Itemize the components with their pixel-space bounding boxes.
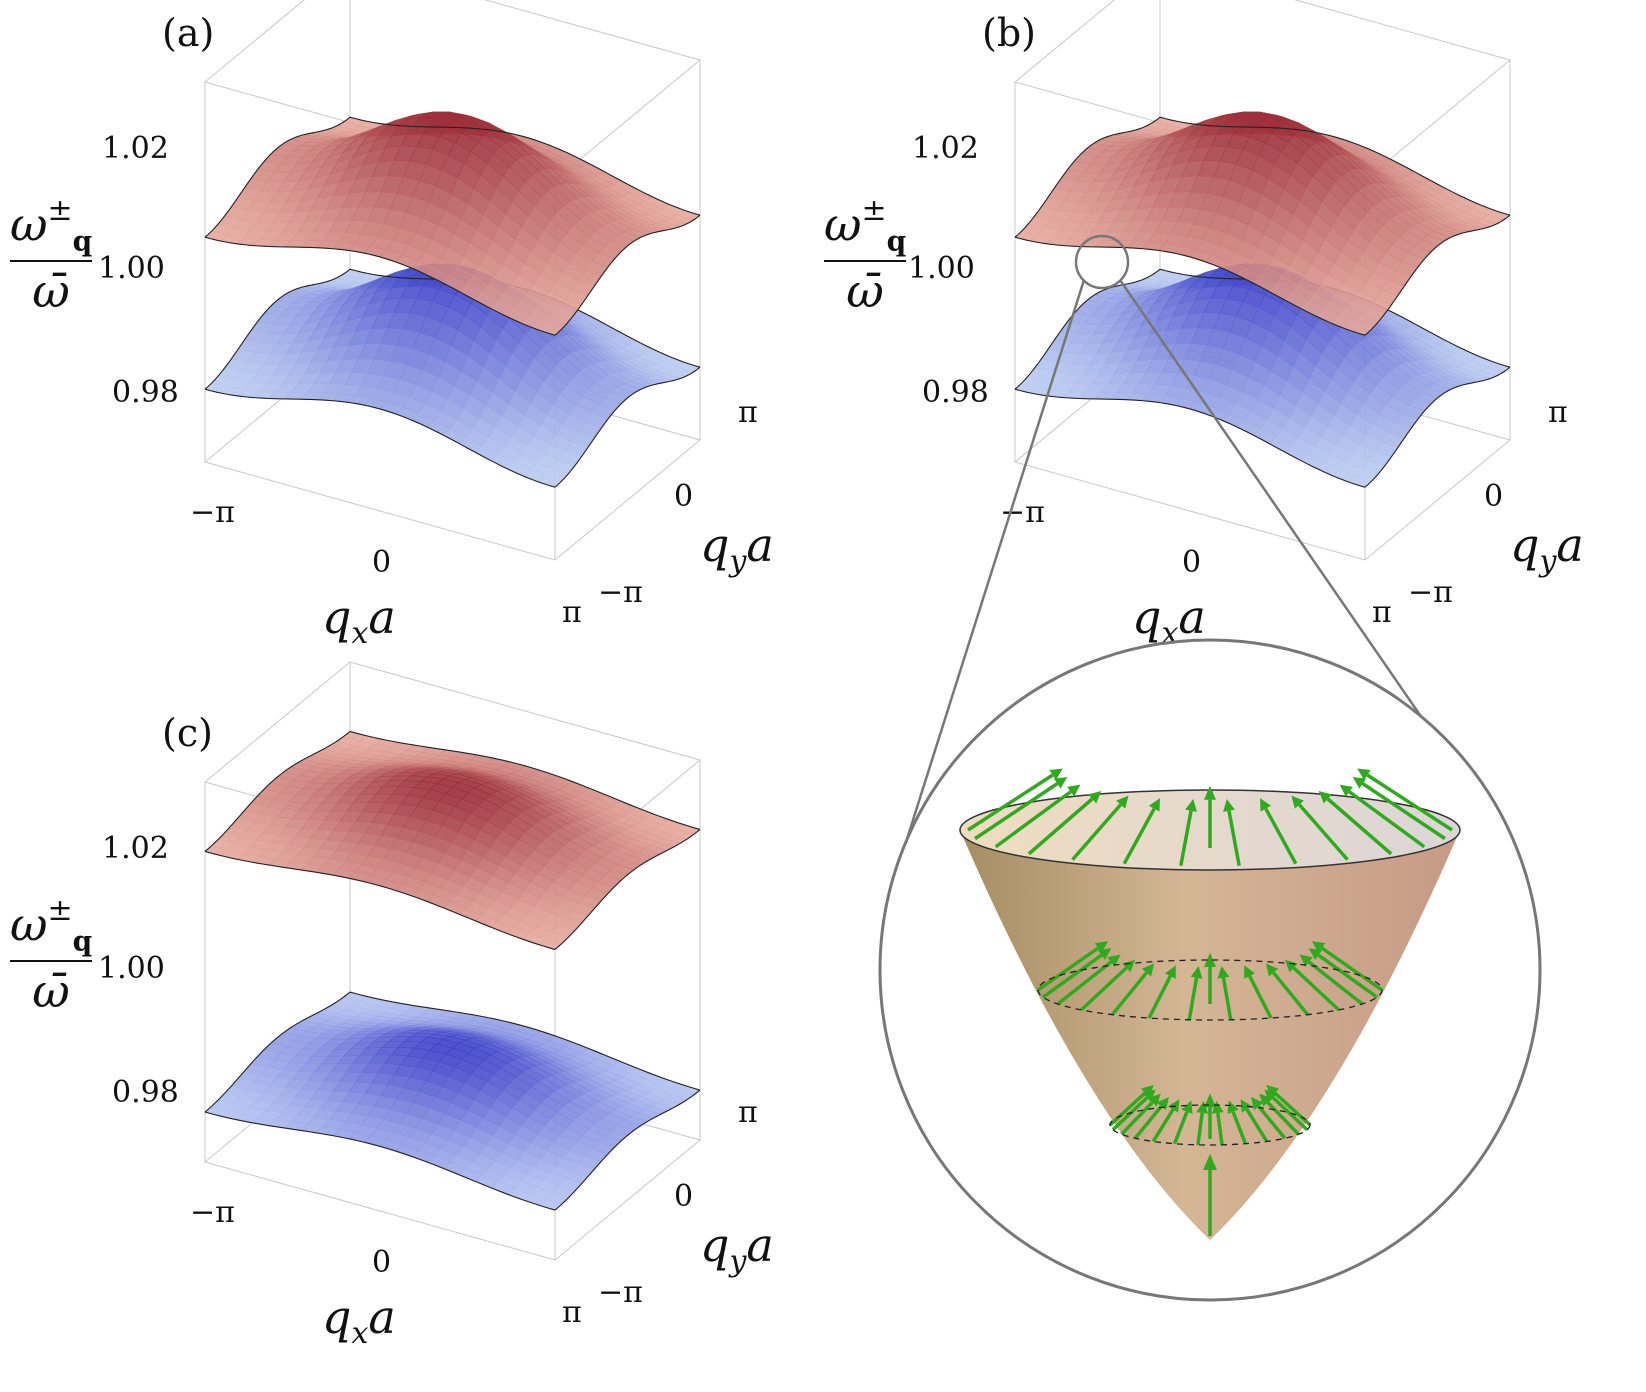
- panel-label-b: (b): [982, 11, 1036, 55]
- arrow: [994, 784, 1081, 849]
- ring-3: [1109, 1104, 1311, 1146]
- z-axis-label-c: ω±q ω̄: [10, 893, 93, 1018]
- arrow: [974, 776, 1068, 841]
- arrow: [1259, 1093, 1300, 1136]
- arrow: [1217, 965, 1233, 1021]
- surface-plot-c: [203, 661, 702, 1261]
- arrow: [1056, 954, 1121, 1006]
- arrow: [1080, 959, 1136, 1012]
- x-tick-minpi-c: −π: [190, 1195, 235, 1230]
- panel-c: (c) ω±q ω̄ 1.02 1.00 0.98 −π 0 π −π 0 π …: [0, 661, 800, 1360]
- arrow: [1308, 948, 1379, 999]
- arrow: [1172, 1100, 1193, 1145]
- x-tick-pi-b: π: [1372, 595, 1392, 630]
- y-tick-minpi-c: −π: [598, 1275, 643, 1310]
- x-tick-minpi-a: −π: [190, 495, 235, 530]
- z-tick-lo-c: 0.98: [112, 1075, 179, 1110]
- y-tick-minpi-b: −π: [1408, 575, 1453, 610]
- arrow: [1266, 1084, 1312, 1127]
- y-tick-pi-a: π: [738, 395, 758, 430]
- y-tick-zero-a: 0: [674, 479, 694, 514]
- surface-upper-band: [204, 730, 701, 950]
- surface-outline: [204, 730, 701, 950]
- y-tick-minpi-a: −π: [598, 575, 643, 610]
- arrow: [1122, 798, 1160, 865]
- arrow: [1352, 776, 1446, 841]
- surface-plot-a: [203, 0, 702, 561]
- arrow: [1240, 1099, 1269, 1143]
- z-axis-label-b: ω±q ω̄: [824, 193, 907, 318]
- arrow: [1108, 1084, 1154, 1127]
- panel-a: (a) ω±q ω̄ 1.02 1.00 0.98 −π 0 π −π 0 π …: [0, 0, 800, 660]
- z-tick-mid-b: 1.00: [908, 251, 975, 286]
- arrow: [1223, 798, 1241, 867]
- x-tick-pi-a: π: [562, 595, 582, 630]
- y-axis-label-a: qya: [700, 518, 774, 580]
- x-axis-label-c: qxa: [322, 1290, 396, 1352]
- z-tick-mid-a: 1.00: [98, 251, 165, 286]
- arrow: [1211, 1100, 1224, 1146]
- z-tick-hi-b: 1.02: [912, 131, 979, 166]
- surface-upper-band: [1014, 111, 1511, 336]
- arrow: [1251, 1096, 1287, 1140]
- arrow: [1120, 1093, 1161, 1136]
- arrow: [1071, 795, 1129, 861]
- surface-outline: [204, 116, 701, 336]
- arrow: [1265, 963, 1310, 1016]
- arrow: [1196, 1100, 1209, 1146]
- arrow: [1244, 965, 1273, 1019]
- arrow: [1284, 959, 1340, 1012]
- z-axis-label-a: ω±q ω̄: [10, 193, 93, 318]
- arrow: [1187, 965, 1203, 1021]
- y-tick-zero-b: 0: [1484, 479, 1504, 514]
- arrow: [1264, 1089, 1309, 1132]
- y-axis-label-c: qya: [700, 1218, 774, 1280]
- surface-upper-band: [204, 111, 701, 336]
- magnifier-circle: [1074, 234, 1130, 290]
- surface-outline: [204, 991, 701, 1211]
- arrow: [1291, 795, 1349, 861]
- arrow: [967, 768, 1063, 832]
- z-tick-hi-a: 1.02: [102, 131, 169, 166]
- zoom-line-left: [892, 279, 1086, 881]
- arrow: [1147, 965, 1176, 1019]
- arrow-field: [967, 768, 1453, 1236]
- arrow: [1299, 954, 1364, 1006]
- x-tick-zero-b: 0: [1182, 545, 1202, 580]
- surface-outline: [1014, 116, 1511, 336]
- z-tick-lo-b: 0.98: [922, 375, 989, 410]
- arrow: [1260, 798, 1298, 865]
- surface-lower-band: [204, 991, 701, 1211]
- arrow: [1179, 798, 1197, 867]
- y-tick-zero-c: 0: [674, 1179, 694, 1214]
- arrow-center: [1204, 1093, 1216, 1139]
- x-tick-zero-c: 0: [372, 1245, 392, 1280]
- z-tick-hi-c: 1.02: [102, 831, 169, 866]
- z-tick-lo-a: 0.98: [112, 375, 179, 410]
- y-tick-pi-b: π: [1548, 395, 1568, 430]
- arrow: [1036, 941, 1109, 992]
- x-axis-label-a: qxa: [322, 590, 396, 652]
- arrow: [1339, 784, 1426, 849]
- x-tick-pi-c: π: [562, 1295, 582, 1330]
- ring-2: [1037, 959, 1383, 1021]
- x-tick-zero-a: 0: [372, 545, 392, 580]
- arrow-apex: [1203, 1154, 1217, 1236]
- panel-label-c: (c): [162, 711, 213, 755]
- panel-label-a: (a): [162, 11, 215, 55]
- y-axis-label-b: qya: [1510, 518, 1584, 580]
- y-tick-pi-c: π: [738, 1095, 758, 1130]
- z-tick-mid-c: 1.00: [98, 951, 165, 986]
- arrow: [1110, 963, 1155, 1016]
- arrow: [1227, 1100, 1248, 1145]
- arrow: [1357, 768, 1453, 832]
- arrow-center: [1204, 785, 1216, 848]
- arrow: [1318, 791, 1393, 856]
- arrow: [1133, 1096, 1169, 1140]
- arrow-center: [1204, 952, 1216, 1004]
- arrow: [1311, 941, 1384, 992]
- arrow: [1027, 791, 1102, 856]
- x-axis-label-b: qxa: [1132, 590, 1206, 652]
